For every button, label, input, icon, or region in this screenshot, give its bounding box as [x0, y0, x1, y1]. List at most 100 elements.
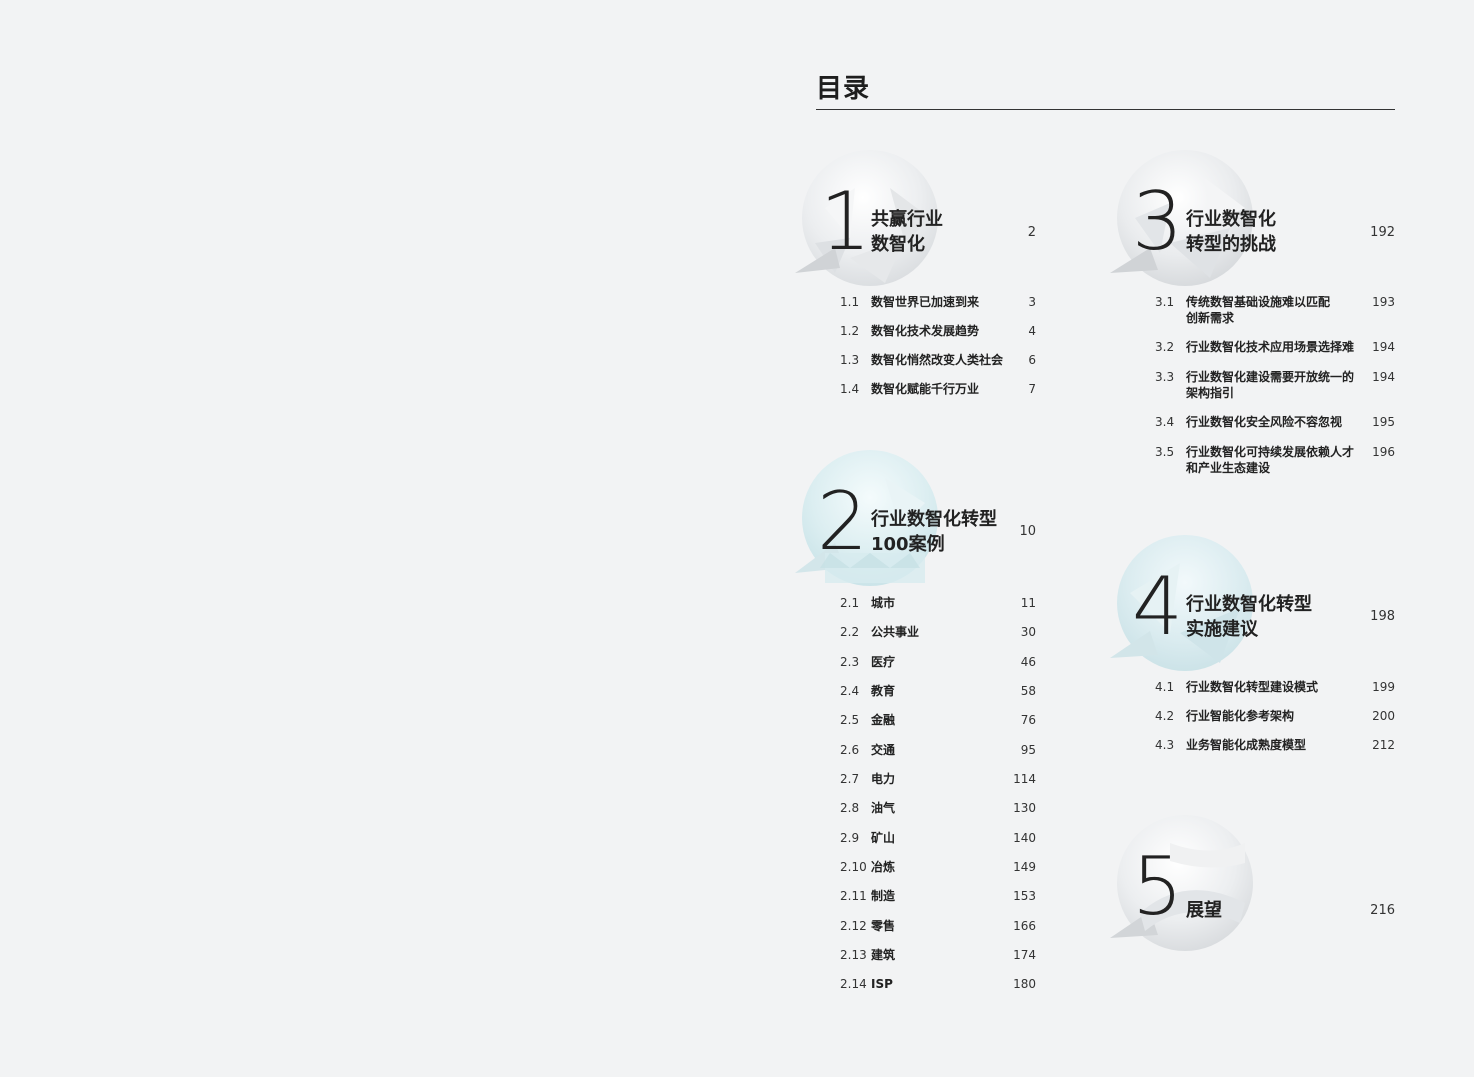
toc-entry[interactable]: 2.3 医疗 46: [840, 654, 1036, 670]
entry-page: 3: [1028, 295, 1036, 309]
toc-entry[interactable]: 2.7 电力 114: [840, 771, 1036, 787]
chapter-number: 2: [817, 475, 868, 568]
entry-title: 行业数智化转型建设模式: [1186, 680, 1319, 694]
entry-number: 2.8: [840, 801, 860, 815]
toc-entry[interactable]: 2.4 教育 58: [840, 683, 1036, 699]
entry-number: 2.7: [840, 772, 860, 786]
toc-entry[interactable]: 3.2 行业数智化技术应用场景选择难 194: [1155, 339, 1395, 355]
entry-title: 数智化赋能千行万业: [871, 382, 980, 396]
entry-page: 199: [1372, 680, 1395, 694]
entry-number: 2.12: [840, 919, 867, 933]
toc-entry[interactable]: 2.14 ISP 180: [840, 976, 1036, 992]
entry-title-line: 行业数智化可持续发展依赖人才: [1186, 445, 1355, 459]
entry-page: 46: [1020, 655, 1036, 669]
entry-page: 149: [1013, 860, 1036, 874]
toc-entry[interactable]: 3.4 行业数智化安全风险不容忽视 195: [1155, 414, 1395, 430]
entry-page: 6: [1028, 353, 1036, 367]
entry-title: 数智化技术发展趋势: [871, 324, 980, 338]
entry-page: 30: [1020, 625, 1036, 639]
chapter-title-line: 行业数智化: [1186, 209, 1276, 230]
toc-entry[interactable]: 4.3 业务智能化成熟度模型 212: [1155, 737, 1395, 753]
entry-number: 2.9: [840, 831, 860, 845]
entry-title: 行业数智化建设需要开放统一的 架构指引: [1186, 369, 1354, 401]
entry-page: 140: [1013, 831, 1036, 845]
entry-number: 3.3: [1155, 370, 1175, 384]
entry-title: 传统数智基础设施难以匹配 创新需求: [1186, 294, 1330, 326]
chapter-page-number: 2: [1027, 225, 1036, 240]
toc-entry[interactable]: 2.9 矿山 140: [840, 830, 1036, 846]
entry-page: 194: [1372, 340, 1395, 354]
entry-page: 194: [1372, 370, 1395, 384]
entry-number: 4.3: [1155, 738, 1175, 752]
toc-entry[interactable]: 3.3 行业数智化建设需要开放统一的 架构指引 194: [1155, 369, 1395, 401]
entry-title-line: 和产业生态建设: [1186, 461, 1271, 475]
entry-page: 174: [1013, 948, 1036, 962]
entry-number: 2.1: [840, 596, 860, 610]
toc-entry[interactable]: 3.5 行业数智化可持续发展依赖人才 和产业生态建设 196: [1155, 444, 1395, 476]
entry-page: 196: [1372, 445, 1395, 459]
chapter-4-bubble-icon: [1110, 533, 1253, 673]
chapter-title[interactable]: 行业数智化转型 实施建议: [1186, 592, 1336, 642]
toc-entry[interactable]: 2.6 交通 95: [840, 742, 1036, 758]
entry-title: 行业数智化技术应用场景选择难: [1186, 340, 1355, 354]
entry-page: 193: [1372, 295, 1395, 309]
entry-title: 油气: [871, 801, 896, 815]
toc-entry[interactable]: 1.1 数智世界已加速到来 3: [840, 294, 1036, 310]
toc-entry[interactable]: 3.1 传统数智基础设施难以匹配 创新需求 193: [1155, 294, 1395, 326]
entry-title: 交通: [871, 743, 896, 757]
toc-entry[interactable]: 1.2 数智化技术发展趋势 4: [840, 323, 1036, 339]
entry-number: 4.1: [1155, 680, 1175, 694]
toc-entry[interactable]: 2.12 零售 166: [840, 918, 1036, 934]
entry-page: 180: [1013, 977, 1036, 991]
entry-title: 教育: [871, 684, 896, 698]
chapter-title-line: 转型的挑战: [1186, 234, 1276, 255]
entry-title: 行业数智化可持续发展依赖人才 和产业生态建设: [1186, 444, 1354, 476]
entry-number: 2.10: [840, 860, 867, 874]
toc-entry[interactable]: 2.10 冶炼 149: [840, 859, 1036, 875]
entry-title: ISP: [871, 977, 893, 991]
entry-page: 11: [1020, 596, 1036, 610]
entry-number: 2.3: [840, 655, 860, 669]
toc-entry[interactable]: 4.1 行业数智化转型建设模式 199: [1155, 679, 1395, 695]
toc-entry[interactable]: 2.5 金融 76: [840, 712, 1036, 728]
toc-entry[interactable]: 2.8 油气 130: [840, 800, 1036, 816]
chapter-page-number: 216: [1370, 903, 1395, 918]
entry-page: 76: [1020, 713, 1036, 727]
chapter-3-bubble-icon: [1110, 148, 1253, 288]
entry-title: 公共事业: [871, 625, 920, 639]
chapter-page-number: 10: [1019, 524, 1036, 539]
toc-entry[interactable]: 1.4 数智化赋能千行万业 7: [840, 381, 1036, 397]
entry-number: 2.4: [840, 684, 860, 698]
chapter-title[interactable]: 共赢行业 数智化: [871, 207, 1021, 257]
entry-number: 3.5: [1155, 445, 1175, 459]
entry-page: 58: [1020, 684, 1036, 698]
entry-title: 业务智能化成熟度模型: [1186, 738, 1307, 752]
entry-number: 2.6: [840, 743, 860, 757]
entry-number: 2.2: [840, 625, 860, 639]
toc-entry[interactable]: 2.2 公共事业 30: [840, 624, 1036, 640]
chapter-page-number: 192: [1370, 225, 1395, 240]
entry-page: 4: [1028, 324, 1036, 338]
entry-number: 1.2: [840, 324, 860, 338]
entry-title: 数智世界已加速到来: [871, 295, 980, 309]
chapter-title-line: 实施建议: [1186, 619, 1258, 640]
entry-title-line: 创新需求: [1186, 311, 1235, 325]
toc-entry[interactable]: 2.1 城市 11: [840, 595, 1036, 611]
entry-title: 数智化悄然改变人类社会: [871, 353, 1004, 367]
chapter-5-bubble-icon: [1110, 813, 1253, 953]
chapter-title[interactable]: 行业数智化 转型的挑战: [1186, 207, 1336, 257]
toc-entry[interactable]: 4.2 行业智能化参考架构 200: [1155, 708, 1395, 724]
entry-page: 95: [1020, 743, 1036, 757]
entry-title: 金融: [871, 713, 896, 727]
toc-entry[interactable]: 2.13 建筑 174: [840, 947, 1036, 963]
entry-page: 130: [1013, 801, 1036, 815]
toc-entry[interactable]: 1.3 数智化悄然改变人类社会 6: [840, 352, 1036, 368]
chapter-title[interactable]: 展望: [1186, 898, 1336, 923]
entry-number: 2.11: [840, 889, 867, 903]
toc-entry[interactable]: 2.11 制造 153: [840, 888, 1036, 904]
chapter-number: 4: [1132, 560, 1183, 653]
entry-title-line: 传统数智基础设施难以匹配: [1186, 295, 1331, 309]
chapter-title[interactable]: 行业数智化转型 100案例: [871, 507, 1021, 557]
entry-number: 3.4: [1155, 415, 1175, 429]
entry-title: 矿山: [871, 831, 896, 845]
